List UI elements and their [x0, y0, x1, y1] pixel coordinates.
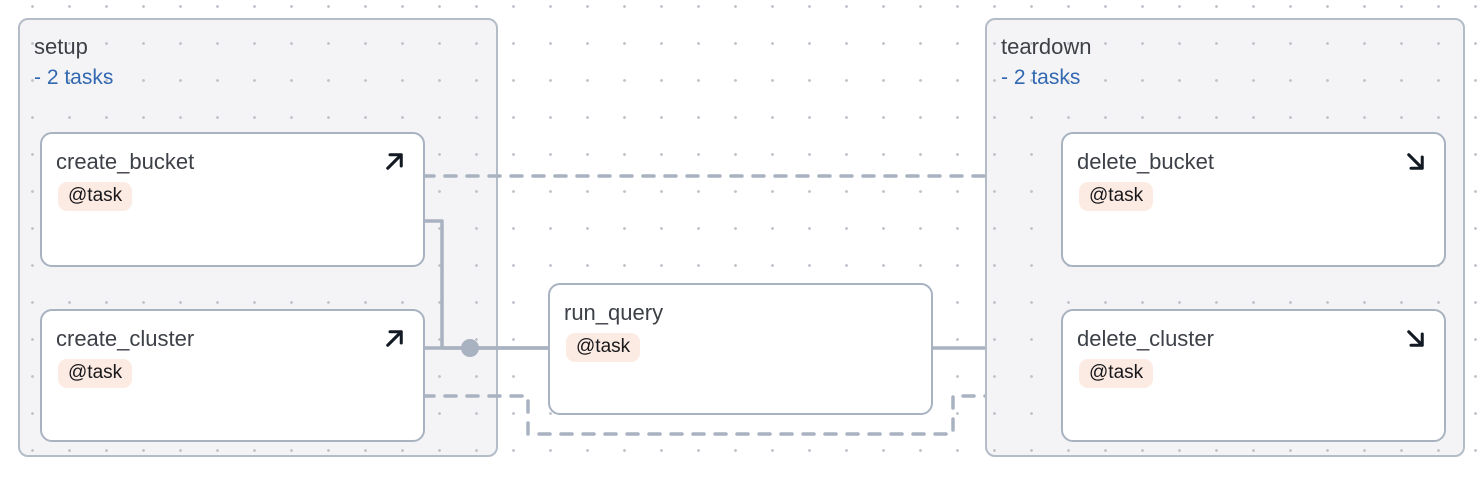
task-label: create_cluster: [56, 326, 195, 351]
task-label: create_bucket: [56, 149, 195, 174]
arrow-up-right-icon: [386, 153, 403, 170]
task-decorator-badge: @task: [58, 359, 133, 388]
group-teardown-title: teardown: [1001, 34, 1092, 59]
task-label: delete_cluster: [1077, 326, 1214, 351]
arrow-down-right-icon: [1407, 153, 1424, 170]
task-node-create-cluster[interactable]: create_cluster @task: [40, 309, 425, 442]
task-node-run-query[interactable]: run_query @task: [548, 283, 933, 415]
task-node-delete-cluster[interactable]: delete_cluster @task: [1061, 309, 1446, 442]
task-node-delete-bucket[interactable]: delete_bucket @task: [1061, 132, 1446, 267]
task-decorator-badge: @task: [1079, 182, 1154, 211]
group-setup-title: setup: [34, 34, 88, 59]
task-group-teardown[interactable]: teardown - 2 tasks delete_bucket @task d…: [985, 18, 1465, 457]
task-decorator-badge: @task: [58, 182, 133, 211]
task-node-create-bucket[interactable]: create_bucket @task: [40, 132, 425, 267]
task-label: delete_bucket: [1077, 149, 1214, 174]
task-decorator-badge: @task: [566, 333, 641, 362]
edge-create-bucket-to-run-query: [422, 219, 548, 350]
task-group-setup[interactable]: setup - 2 tasks create_bucket @task crea…: [18, 18, 498, 457]
edge-create-cluster-to-delete-cluster-dashed: [421, 394, 1061, 436]
task-label: run_query: [564, 300, 664, 325]
arrow-up-right-icon: [386, 330, 403, 347]
task-decorator-badge: @task: [1079, 359, 1154, 388]
edge-junction-dot: [461, 339, 479, 357]
group-setup-collapse-link[interactable]: - 2 tasks: [34, 66, 114, 89]
group-teardown-collapse-link[interactable]: - 2 tasks: [1001, 66, 1081, 89]
arrow-down-right-icon: [1407, 330, 1424, 347]
